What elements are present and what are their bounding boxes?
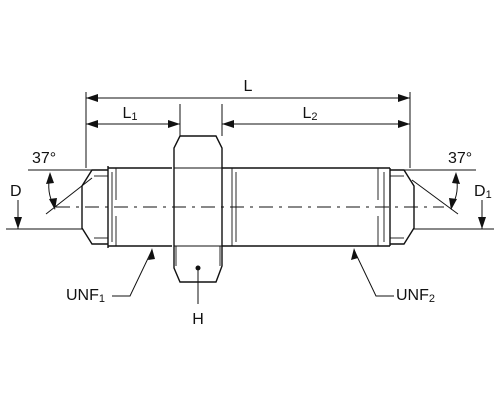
- right-thread-body: [222, 167, 390, 247]
- length-1-label: L1: [122, 105, 137, 123]
- dimension-angle-left: 37°: [28, 150, 93, 215]
- dimension-angle-right: 37°: [404, 150, 476, 215]
- overall-length-label: L: [244, 78, 253, 95]
- left-flare-end: [81, 169, 108, 245]
- fitting-body: [81, 135, 415, 283]
- thread-right-label: UNF2: [396, 287, 435, 305]
- dimension-overall-length: L: [85, 78, 411, 168]
- diameter-right-label: D1: [474, 183, 492, 201]
- thread-left-label: UNF1: [66, 287, 105, 305]
- dimension-diameter-right: D1: [414, 183, 494, 230]
- angle-left-label: 37°: [32, 150, 56, 167]
- dimension-length-2: L2: [221, 104, 410, 136]
- dimension-diameter-left: D: [6, 183, 82, 230]
- hex-nut: [173, 135, 223, 283]
- leader-thread-left: UNF1: [66, 248, 155, 305]
- leader-thread-right: UNF2: [351, 248, 435, 305]
- dimension-length-1: L1: [86, 104, 181, 136]
- angle-right-label: 37°: [448, 150, 472, 167]
- leader-hex: H: [192, 265, 204, 328]
- diameter-left-label: D: [10, 183, 22, 200]
- length-2-label: L2: [302, 105, 317, 123]
- hex-label: H: [192, 311, 204, 328]
